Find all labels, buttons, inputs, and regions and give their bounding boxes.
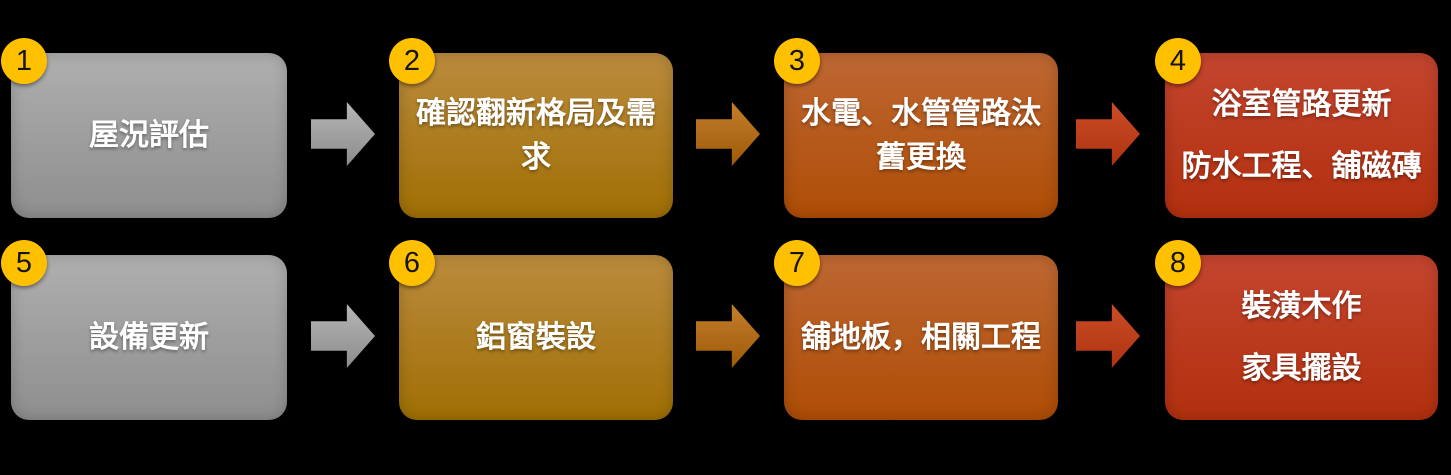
arrow-right-icon	[311, 304, 375, 368]
step-number-badge-6: 6	[389, 240, 435, 286]
arrow-right-icon	[311, 102, 375, 166]
step-number-badge-7: 7	[774, 240, 820, 286]
step-box-2: 2 確認翻新格局及需 求	[389, 38, 673, 218]
step-box-3: 3 水電、水管管路汰 舊更換	[774, 38, 1058, 218]
step-label-2: 確認翻新格局及需 求	[416, 96, 656, 174]
step-number-7: 7	[788, 246, 806, 279]
step-box-7: 7 舖地板，相關工程	[774, 240, 1058, 420]
step-number-badge-8: 8	[1155, 240, 1201, 286]
step-number-badge-1: 1	[1, 38, 47, 84]
step-box-5: 5 設備更新	[1, 240, 287, 420]
step-label-6: 鋁窗裝設	[476, 320, 596, 354]
step-box-4: 4 浴室管路更新 防水工程、舖磁磚	[1155, 38, 1438, 218]
step-label-4: 浴室管路更新 防水工程、舖磁磚	[1181, 87, 1422, 183]
step-number-badge-5: 5	[1, 240, 47, 286]
arrow-right-icon	[1076, 304, 1140, 368]
step-box-8: 8 裝潢木作 家具擺設	[1155, 240, 1438, 420]
flow-row-bottom: 5 設備更新 6 鋁窗裝設 7 舖地板，相關工程 8 裝潢木作 家具擺設	[0, 240, 1451, 420]
step-box-1: 1 屋況評估	[1, 38, 287, 218]
step-label-8: 裝潢木作 家具擺設	[1241, 289, 1362, 385]
arrow-right-icon	[1076, 102, 1140, 166]
step-number-6: 6	[403, 246, 421, 279]
arrow-right-icon	[696, 102, 760, 166]
step-label-3: 水電、水管管路汰 舊更換	[801, 96, 1041, 174]
step-number-1: 1	[15, 44, 33, 77]
step-number-2: 2	[403, 44, 421, 77]
step-number-8: 8	[1169, 246, 1187, 279]
arrow-right-icon	[696, 304, 760, 368]
step-number-4: 4	[1169, 44, 1187, 77]
step-label-5: 設備更新	[89, 320, 209, 354]
step-label-1: 屋況評估	[89, 118, 209, 152]
step-label-7: 舖地板，相關工程	[801, 320, 1041, 354]
step-number-badge-4: 4	[1155, 38, 1201, 84]
flow-row-top: 1 屋況評估 2 確認翻新格局及需 求 3 水電、水管管路汰 舊更換 4 浴室管…	[0, 38, 1451, 218]
step-number-3: 3	[788, 44, 806, 77]
step-number-badge-3: 3	[774, 38, 820, 84]
step-number-5: 5	[15, 246, 33, 279]
step-box-6: 6 鋁窗裝設	[389, 240, 673, 420]
step-number-badge-2: 2	[389, 38, 435, 84]
